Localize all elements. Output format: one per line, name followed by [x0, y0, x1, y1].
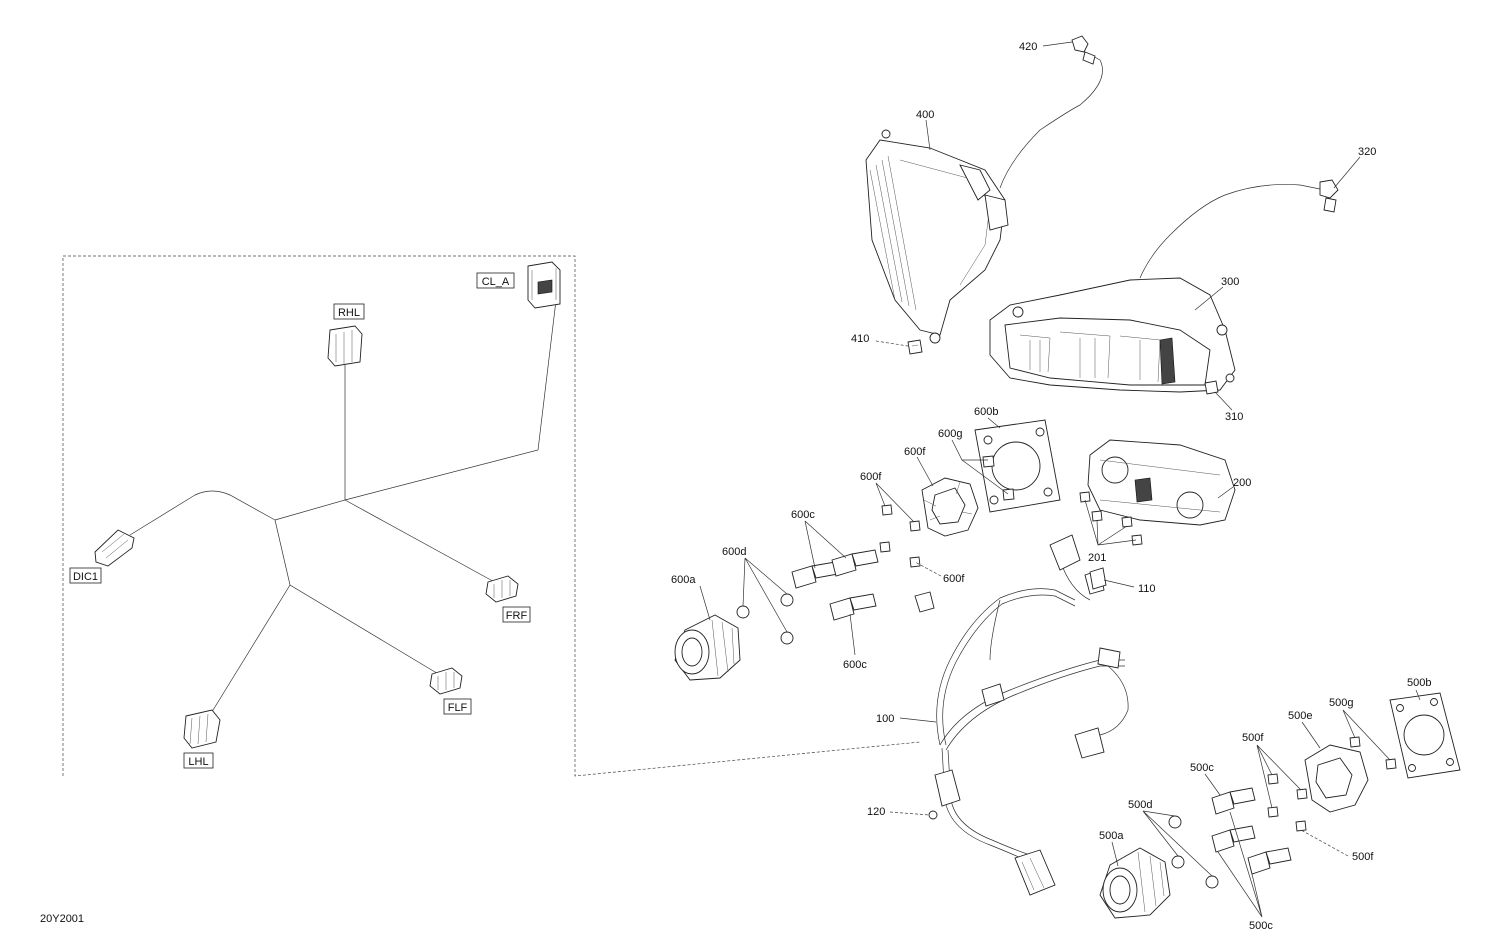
light-200 — [1087, 439, 1236, 526]
wire-rhl — [274, 365, 346, 521]
callout-600c-bottom: 600c — [843, 659, 867, 671]
callout-500d: 500d — [1128, 799, 1152, 811]
callout-201: 201 — [1088, 552, 1106, 564]
wire-flf — [274, 519, 441, 676]
label-cl-a: CL_A — [482, 276, 510, 288]
label-box-flf — [443, 698, 472, 715]
connector-dic1 — [94, 529, 135, 567]
connector-lhl — [183, 709, 221, 749]
wire-dic1 — [129, 490, 276, 536]
headlight-400 — [865, 129, 1009, 344]
screws-201 — [1079, 491, 1143, 546]
connector-frf — [485, 575, 519, 603]
callout-500a: 500a — [1099, 830, 1124, 842]
headlight-300 — [989, 277, 1236, 393]
callout-110: 110 — [1138, 583, 1156, 595]
connector-cl-a — [527, 261, 561, 309]
label-box-cl-a — [476, 272, 515, 289]
wire-300 — [1139, 184, 1326, 279]
callout-120: 120 — [867, 806, 885, 818]
connector-rhl — [327, 325, 363, 367]
callout-labels: 420 400 320 300 410 310 600b 600g 600f 6… — [671, 41, 1431, 932]
bulbs-500c — [1211, 787, 1292, 875]
wire-400 — [999, 51, 1103, 189]
screws-500f — [1267, 773, 1308, 832]
wire-frf — [344, 499, 501, 586]
callout-600g: 600g — [938, 428, 962, 440]
callout-400: 400 — [916, 109, 934, 121]
clip-120 — [928, 810, 938, 820]
callout-500e: 500e — [1288, 710, 1312, 722]
callout-600f-mid: 600f — [860, 471, 882, 483]
callout-500c-bottom: 500c — [1249, 920, 1273, 932]
callout-500f-top: 500f — [1242, 732, 1264, 744]
harness-inset: CL_A RHL DIC1 FRF FLF LHL — [62, 255, 921, 777]
clip-320 — [1319, 179, 1339, 213]
lamp-600a — [674, 614, 741, 681]
wire-cl-a — [344, 291, 558, 501]
callout-500f-bottom: 500f — [1352, 851, 1374, 863]
screws-600g — [982, 455, 1015, 501]
harness-100 — [914, 534, 1129, 896]
callout-100: 100 — [876, 713, 894, 725]
screw-410 — [907, 339, 923, 355]
label-rhl: RHL — [338, 307, 360, 319]
bracket-500e — [1304, 744, 1369, 813]
leader-lines — [699, 41, 1421, 918]
callout-500b: 500b — [1407, 677, 1431, 689]
bracket-600f-ring — [921, 477, 979, 537]
label-box-dic1 — [69, 567, 102, 584]
label-box-rhl — [333, 303, 365, 320]
callout-600b: 600b — [974, 406, 998, 418]
label-box-frf — [502, 606, 531, 623]
callout-420: 420 — [1019, 41, 1037, 53]
inset-border — [62, 255, 921, 777]
screws-600f — [879, 504, 921, 568]
callout-600f-top: 600f — [904, 446, 926, 458]
label-box-lhl — [183, 752, 214, 769]
bulbs-600c — [791, 549, 879, 621]
callout-410: 410 — [851, 333, 869, 345]
callout-500g: 500g — [1329, 697, 1353, 709]
callout-500c-top: 500c — [1190, 762, 1214, 774]
callout-600a: 600a — [671, 574, 696, 586]
callout-600f-bottom: 600f — [943, 573, 965, 585]
clip-420 — [1071, 35, 1096, 65]
callout-310: 310 — [1225, 411, 1243, 423]
callout-600c-top: 600c — [791, 509, 815, 521]
callout-300: 300 — [1221, 276, 1239, 288]
label-flf: FLF — [448, 702, 468, 714]
wire-lhl — [209, 584, 291, 716]
diagram-code: 20Y2001 — [40, 913, 84, 925]
gasket-500b — [1389, 692, 1461, 779]
gasket-600b — [974, 419, 1061, 513]
nuts-600d — [736, 593, 794, 645]
lamp-500a — [1099, 847, 1171, 919]
connector-110 — [1089, 567, 1107, 590]
callout-600d: 600d — [722, 546, 746, 558]
label-frf: FRF — [506, 610, 528, 622]
screws-500g — [1349, 736, 1397, 770]
nuts-500d — [1168, 815, 1219, 889]
screw-310 — [1204, 380, 1219, 395]
label-dic1: DIC1 — [73, 571, 98, 583]
callout-320: 320 — [1358, 146, 1376, 158]
label-lhl: LHL — [188, 756, 208, 768]
callout-200: 200 — [1233, 477, 1251, 489]
connector-flf — [429, 667, 463, 695]
